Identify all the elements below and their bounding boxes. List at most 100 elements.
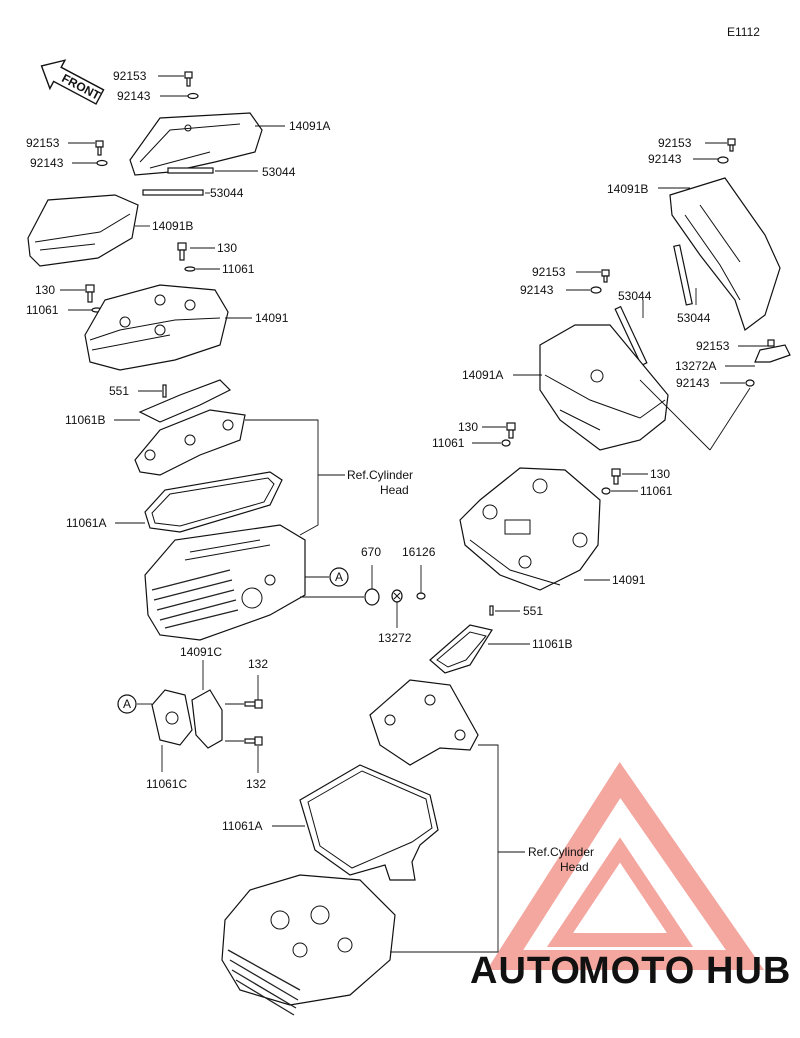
label-11061A-b: 11061A bbox=[222, 819, 262, 833]
label-92143-a: 92143 bbox=[117, 89, 151, 103]
cover-14091A-right bbox=[539, 324, 669, 451]
label-13272A: 13272A bbox=[675, 359, 716, 373]
washer-92143-c bbox=[717, 156, 729, 164]
grommet-11061-c bbox=[501, 439, 511, 447]
gasket-11061B-left bbox=[138, 379, 232, 423]
label-13272: 13272 bbox=[378, 631, 412, 645]
label-53044-b: 53044 bbox=[210, 186, 244, 200]
ref-label-a-line1: Ref.Cylinder bbox=[347, 468, 413, 482]
label-92143-b: 92143 bbox=[30, 156, 64, 170]
label-92143-e: 92143 bbox=[676, 376, 710, 390]
label-11061-b: 11061 bbox=[26, 303, 59, 317]
rod-53044-c bbox=[673, 244, 693, 306]
head-cover-14091-right bbox=[459, 467, 601, 591]
label-92153-b: 92153 bbox=[26, 136, 60, 150]
diagram-code: E1112 bbox=[727, 25, 760, 39]
label-11061-c: 11061 bbox=[432, 436, 465, 450]
label-92143-c: 92143 bbox=[648, 152, 682, 166]
watermark-part2: MOTO bbox=[578, 950, 695, 992]
label-551-a: 551 bbox=[109, 384, 129, 398]
watermark-part1: AUTO bbox=[470, 950, 581, 992]
bolt-132-a bbox=[244, 699, 263, 709]
callout-a-upper-label: A bbox=[335, 570, 343, 584]
watermark-logo bbox=[486, 761, 765, 970]
ref-label-b-line1: Ref.Cylinder bbox=[528, 845, 594, 859]
bolt-130-c bbox=[506, 422, 516, 439]
callout-a-lower-label: A bbox=[123, 697, 131, 711]
label-14091B-a: 14091B bbox=[152, 219, 193, 233]
rocker-support-right bbox=[369, 679, 479, 766]
washer-13272 bbox=[391, 589, 403, 603]
label-11061B-b: 11061B bbox=[532, 637, 572, 651]
washer-92143-b bbox=[96, 159, 108, 167]
pin-551-a bbox=[162, 384, 167, 398]
label-92153-e: 92153 bbox=[696, 339, 730, 353]
bolt-92153-a bbox=[184, 71, 193, 87]
plug-16126 bbox=[416, 592, 426, 600]
label-92143-d: 92143 bbox=[520, 283, 554, 297]
grommet-11061-a bbox=[184, 266, 196, 272]
label-14091C: 14091C bbox=[180, 645, 222, 659]
gasket-11061A-right bbox=[299, 764, 439, 881]
rod-53044-b bbox=[142, 189, 204, 196]
bolt-92153-c bbox=[727, 138, 736, 152]
watermark-part3: HUB bbox=[706, 950, 791, 992]
label-92153-c: 92153 bbox=[658, 136, 692, 150]
label-11061-a: 11061 bbox=[222, 262, 255, 276]
gasket-11061A-left bbox=[144, 471, 283, 533]
front-arrow-icon: FRONT bbox=[40, 59, 105, 105]
label-11061B-a: 11061B bbox=[65, 413, 105, 427]
label-92153-d: 92153 bbox=[532, 265, 566, 279]
oring-670 bbox=[364, 588, 380, 606]
label-53044-d: 53044 bbox=[677, 311, 711, 325]
label-11061A-a: 11061A bbox=[66, 516, 106, 530]
label-16126: 16126 bbox=[402, 545, 436, 559]
label-53044-a: 53044 bbox=[262, 165, 296, 179]
label-14091B-b: 14091B bbox=[607, 182, 648, 196]
part-labels: 92153 92143 14091A 92153 92143 53044 530… bbox=[26, 69, 730, 874]
watermark-text: AUTO MOTO HUB bbox=[470, 950, 791, 992]
label-14091A-a: 14091A bbox=[289, 119, 330, 133]
label-11061-d: 11061 bbox=[640, 484, 673, 498]
grommet-11061-d bbox=[601, 487, 611, 495]
label-92153-a: 92153 bbox=[113, 69, 147, 83]
label-130-b: 130 bbox=[35, 283, 55, 297]
label-551-b: 551 bbox=[523, 604, 543, 618]
label-130-a: 130 bbox=[217, 241, 237, 255]
ref-label-a-line2: Head bbox=[380, 483, 409, 497]
label-14091A-b: 14091A bbox=[462, 368, 503, 382]
label-132-b: 132 bbox=[246, 777, 266, 791]
rod-53044-a bbox=[167, 167, 214, 174]
bolt-92153-b bbox=[95, 140, 104, 156]
leader-lines bbox=[60, 75, 768, 953]
callout-a-upper bbox=[329, 567, 349, 587]
label-11061C: 11061C bbox=[146, 777, 187, 791]
label-14091-a: 14091 bbox=[255, 311, 289, 325]
bolt-132-b bbox=[244, 736, 263, 746]
label-53044-c: 53044 bbox=[618, 289, 652, 303]
head-cover-14091-left bbox=[84, 284, 229, 371]
bolt-130-a bbox=[177, 242, 187, 261]
label-130-c: 130 bbox=[458, 420, 478, 434]
bolt-130-b bbox=[85, 284, 95, 303]
bolt-130-d bbox=[611, 468, 621, 485]
pin-551-b bbox=[489, 605, 494, 616]
bracket-13272A bbox=[754, 339, 791, 363]
callout-a-lower bbox=[117, 694, 137, 714]
cover-14091A-upper bbox=[129, 112, 263, 176]
rocker-support-left bbox=[134, 409, 246, 476]
gasket-11061C bbox=[151, 689, 193, 746]
bolt-92153-d bbox=[601, 269, 610, 283]
label-132-a: 132 bbox=[248, 657, 268, 671]
washer-92143-a bbox=[187, 92, 199, 100]
cover-14091B-right bbox=[669, 177, 781, 331]
label-130-d: 130 bbox=[650, 467, 670, 481]
gasket-11061B-right bbox=[429, 624, 493, 674]
ref-label-b-line2: Head bbox=[560, 860, 589, 874]
cylinder-head-left bbox=[144, 524, 306, 641]
cover-14091C bbox=[191, 689, 223, 749]
rod-53044-d bbox=[614, 305, 648, 367]
cover-14091B-left bbox=[27, 194, 139, 267]
